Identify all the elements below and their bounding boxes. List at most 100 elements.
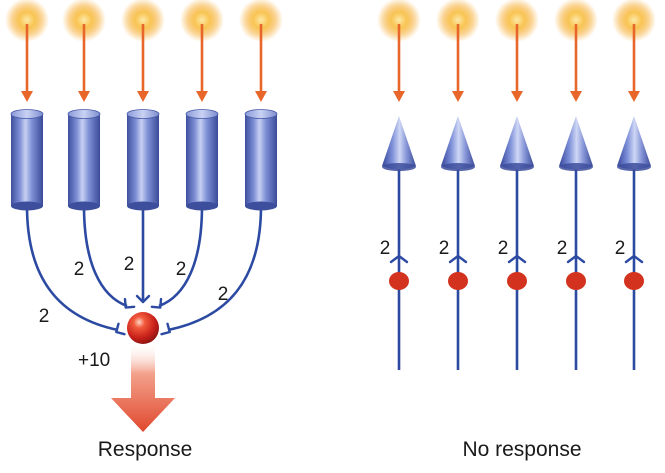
- summed-output-label: +10: [78, 350, 110, 371]
- arrowhead-icon: [628, 91, 640, 102]
- light-arrows: [21, 24, 267, 102]
- rod-body: [186, 114, 218, 206]
- light-source-icon: [5, 0, 49, 42]
- rod-cell-icon: [67, 109, 101, 211]
- synapse-terminal-icon: [507, 254, 527, 264]
- synapse-terminal-stroke: [448, 254, 468, 264]
- synapse-terminal-stroke: [123, 297, 136, 309]
- synapse-weight-label: 2: [74, 259, 85, 280]
- synapse-weight-label: 2: [39, 306, 50, 327]
- cone-cell-icon: [559, 116, 593, 171]
- light-source-icon: [239, 0, 283, 42]
- cone-receptors: [382, 116, 651, 171]
- rod-cell-icon: [10, 109, 44, 211]
- rod-top: [126, 109, 160, 119]
- synapse-weight-label: 2: [439, 238, 450, 259]
- rod-base: [186, 201, 218, 211]
- synapse-terminal-stroke: [624, 254, 644, 264]
- cone-body: [441, 116, 475, 170]
- cone-cell-icon: [382, 116, 416, 171]
- response-output-arrow: [111, 342, 175, 432]
- rod-axon: [158, 205, 204, 308]
- cone-base: [500, 163, 534, 171]
- cone-base: [559, 163, 593, 171]
- arrowhead-icon: [196, 91, 208, 102]
- synapse-weight-label: 2: [218, 284, 229, 305]
- rod-axon: [25, 205, 119, 332]
- synapse-terminal-icon: [448, 254, 468, 264]
- arrowhead-icon: [570, 91, 582, 102]
- rod-axon: [82, 205, 128, 308]
- synapse-terminal-icon: [150, 297, 163, 309]
- synapse-terminal-icon: [115, 322, 126, 336]
- synapse-dot: [389, 272, 409, 290]
- light-source-icon: [180, 0, 224, 42]
- synapse-terminal-icon: [160, 322, 171, 336]
- rod-body: [127, 114, 159, 206]
- rod-connections: [25, 205, 263, 332]
- rod-top: [67, 109, 101, 119]
- rod-cell-icon: [185, 109, 219, 211]
- synapse-terminal-icon: [624, 254, 644, 264]
- light-source-icon: [377, 0, 421, 42]
- rod-base: [127, 201, 159, 211]
- light-sources: [377, 0, 656, 42]
- synapse-weight-label: 2: [615, 238, 626, 259]
- arrowhead-icon: [452, 91, 464, 102]
- arrowhead-icon: [511, 91, 523, 102]
- synapse-terminal-stroke: [507, 254, 527, 264]
- rod-body: [245, 114, 277, 206]
- cone-cell-icon: [500, 116, 534, 171]
- cone-base: [441, 163, 475, 171]
- synapse-weight-label: 2: [380, 238, 391, 259]
- rod-top: [10, 109, 44, 119]
- synapse-terminal-stroke: [389, 254, 409, 264]
- rod-body: [68, 114, 100, 206]
- cone-cell-icon: [441, 116, 475, 171]
- synapse-terminal-icon: [135, 294, 151, 304]
- synapse-dot: [507, 272, 527, 290]
- no-response-caption: No response: [462, 438, 581, 461]
- arrowhead-icon: [21, 91, 33, 102]
- cone-base: [382, 163, 416, 171]
- cone-body: [617, 116, 651, 170]
- one-to-one-synapses: [389, 254, 644, 290]
- arrowhead-icon: [137, 91, 149, 102]
- convergent-synapses: [115, 294, 171, 336]
- arrowhead-icon: [393, 91, 405, 102]
- synapse-terminal-stroke: [135, 294, 151, 304]
- bipolar-cell-body: [127, 312, 159, 344]
- cone-body: [559, 116, 593, 170]
- synapse-dot: [448, 272, 468, 290]
- arrowhead-icon: [255, 91, 267, 102]
- synapse-terminal-icon: [566, 254, 586, 264]
- rod-cell-icon: [244, 109, 278, 211]
- synapse-weight-label: 2: [557, 238, 568, 259]
- light-source-icon: [436, 0, 480, 42]
- light-source-icon: [62, 0, 106, 42]
- rod-top: [185, 109, 219, 119]
- light-source-icon: [554, 0, 598, 42]
- synapse-terminal-stroke: [115, 322, 126, 336]
- synapse-terminal-icon: [123, 297, 136, 309]
- light-source-icon: [495, 0, 539, 42]
- cone-body: [382, 116, 416, 170]
- synapse-terminal-icon: [389, 254, 409, 264]
- arrowhead-icon: [78, 91, 90, 102]
- cone-connections: [397, 168, 636, 370]
- synapse-weight-label: 2: [176, 259, 187, 280]
- light-arrows: [393, 24, 640, 102]
- rod-base: [11, 201, 43, 211]
- light-sources: [5, 0, 283, 42]
- rod-body: [11, 114, 43, 206]
- rod-axon: [167, 205, 263, 332]
- rod-receptors: [10, 109, 278, 211]
- rod-base: [245, 201, 277, 211]
- cone-base: [617, 163, 651, 171]
- response-caption: Response: [98, 438, 193, 461]
- synapse-dot: [624, 272, 644, 290]
